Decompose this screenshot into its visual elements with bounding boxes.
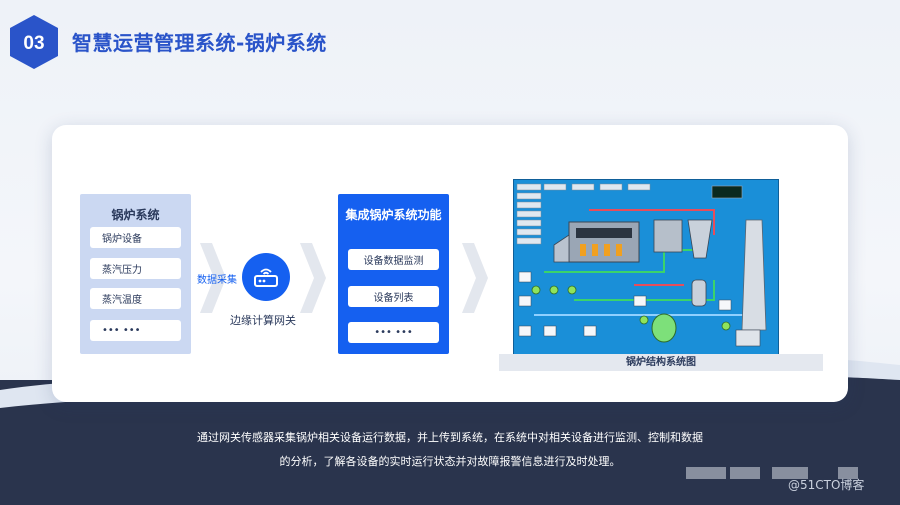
- flow-arrow-icon: [200, 243, 226, 313]
- router-icon: [254, 268, 278, 287]
- boiler-system-panel: 锅炉系统 锅炉设备 蒸汽压力 蒸汽温度 ••• •••: [80, 194, 191, 354]
- description-line-2: 的分析，了解各设备的实时运行状态并对故障报警信息进行及时处理。: [279, 455, 621, 468]
- list-item: 设备数据监测: [348, 249, 439, 270]
- diagram-caption: 锅炉结构系统图: [499, 354, 823, 371]
- list-item: ••• •••: [90, 320, 181, 341]
- panel-title: 集成锅炉系统功能: [345, 208, 442, 222]
- badge-number: 03: [23, 33, 44, 54]
- panel-title: 锅炉系统: [111, 208, 160, 222]
- section-number-badge: 03: [10, 15, 58, 69]
- list-item: ••• •••: [348, 322, 439, 343]
- gateway-label: 边缘计算网关: [230, 314, 296, 327]
- boiler-structure-diagram: [513, 179, 779, 357]
- list-item: 蒸汽温度: [90, 288, 181, 309]
- list-item: 设备列表: [348, 286, 439, 307]
- data-collect-label: 数据采集: [197, 275, 237, 286]
- watermark: @51CTO博客: [788, 478, 865, 492]
- blurred-text: [686, 467, 726, 479]
- list-item: 锅炉设备: [90, 227, 181, 248]
- page-title: 智慧运营管理系统-锅炉系统: [72, 31, 327, 55]
- description-line-1: 通过网关传感器采集锅炉相关设备运行数据，并上传到系统，在系统中对相关设备进行监测…: [197, 431, 703, 444]
- blurred-text: [772, 467, 808, 479]
- blurred-text: [838, 467, 858, 479]
- list-item: 蒸汽压力: [90, 258, 181, 279]
- flow-arrow-icon: [300, 243, 326, 313]
- integrated-functions-panel: 集成锅炉系统功能 设备数据监测 设备列表 ••• •••: [338, 194, 449, 354]
- content-card: 锅炉系统 锅炉设备 蒸汽压力 蒸汽温度 ••• ••• 数据采集 边缘计算网关 …: [52, 125, 848, 402]
- blurred-text: [730, 467, 760, 479]
- gateway-circle: [242, 253, 290, 301]
- flow-arrow-icon: [462, 243, 488, 313]
